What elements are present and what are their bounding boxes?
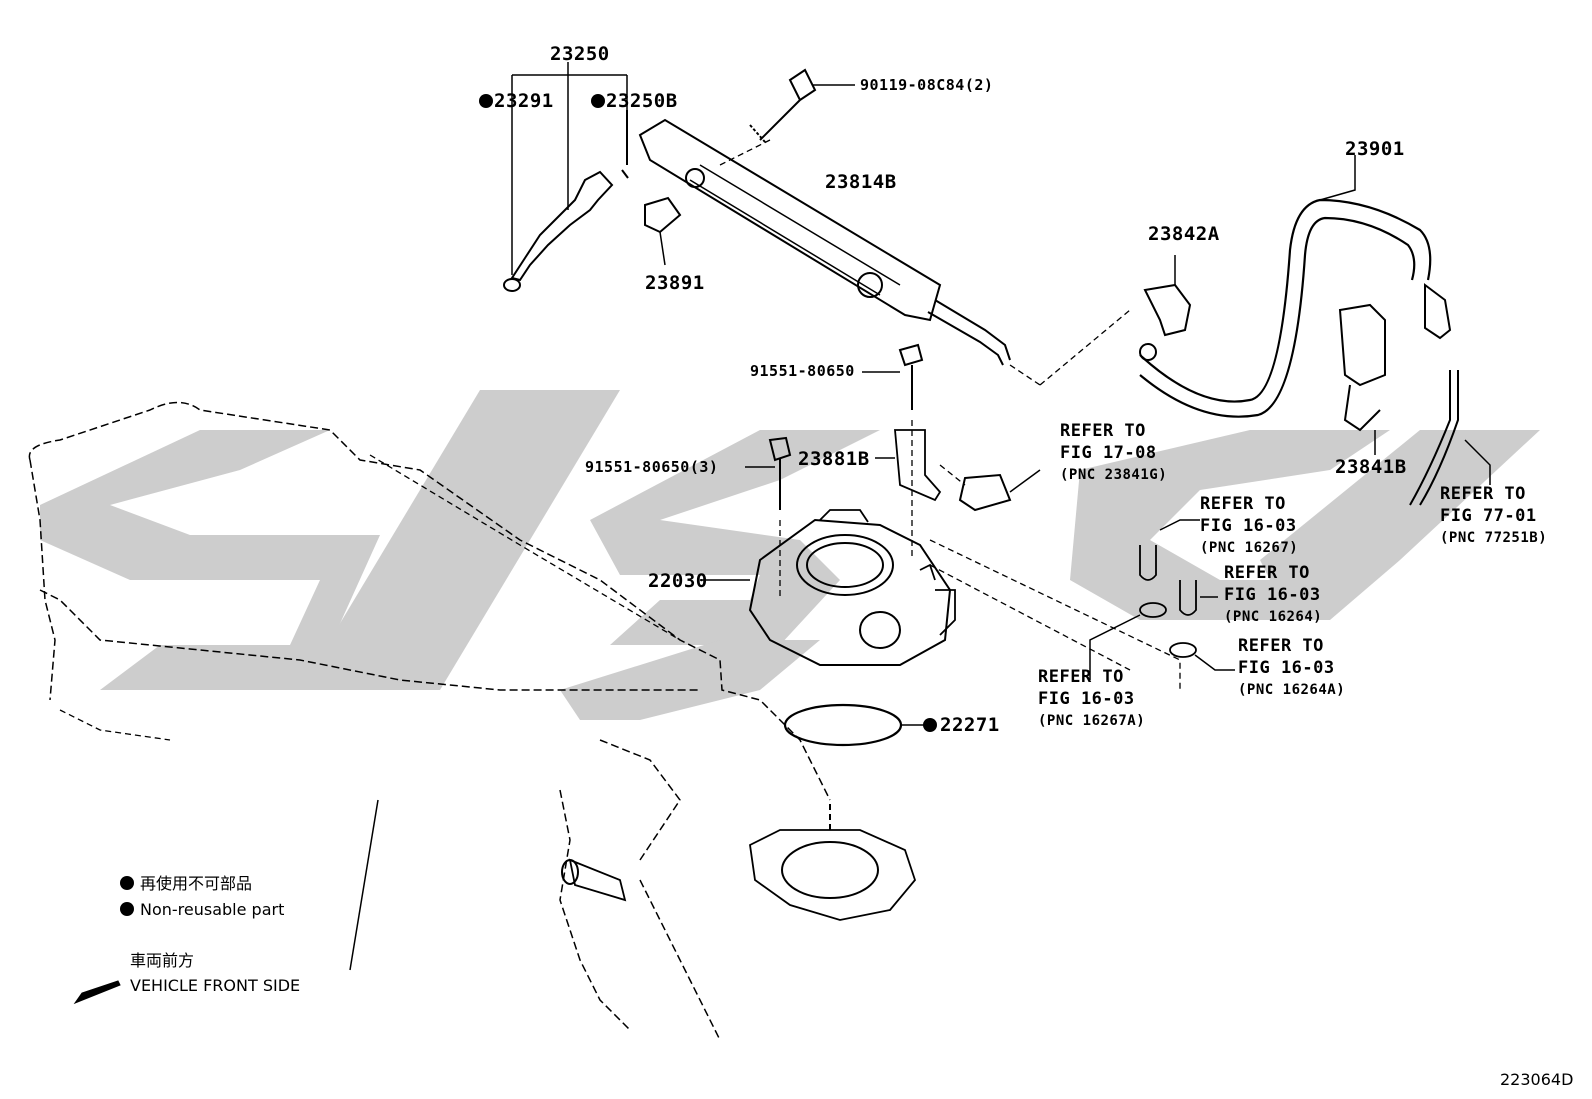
engine-outline <box>28 401 831 801</box>
label-23250: 23250 <box>550 43 610 65</box>
fuel-rail <box>638 118 942 322</box>
label-91551-triple: 91551-80650(3) <box>585 458 719 476</box>
bullet-icon <box>120 876 134 890</box>
insulator <box>644 196 682 234</box>
intake-flange <box>749 829 917 921</box>
ref-fig-16-03-16267a: REFER TO FIG 16-03 (PNC 16267A) <box>1038 667 1146 729</box>
ref-fig-16-03-16264: REFER TO FIG 16-03 (PNC 16264) <box>1224 563 1323 625</box>
label-23891: 23891 <box>645 272 705 294</box>
watermark-logo <box>40 390 1540 720</box>
ref-fig-17-08: REFER TO FIG 17-08 (PNC 23841G) <box>1060 421 1168 483</box>
label-91551-single: 91551-80650 <box>750 362 855 380</box>
direction-jp: 車両前方 <box>130 951 195 970</box>
figure-code: 223064D <box>1500 1070 1574 1089</box>
label-22030: 22030 <box>648 570 708 592</box>
label-23841b: 23841B <box>1335 456 1407 478</box>
pressure-sensor <box>1338 303 1386 387</box>
bullet-icon <box>120 902 134 916</box>
bracket <box>894 429 942 502</box>
label-23901: 23901 <box>1345 138 1405 160</box>
throttle-body <box>748 518 952 666</box>
vacuum-tube <box>1409 370 1451 506</box>
label-23291: 23291 <box>494 90 554 112</box>
injector <box>510 170 614 282</box>
legend-en: Non-reusable part <box>120 902 284 918</box>
gasket <box>783 703 903 747</box>
ref-fig-16-03-16264a: REFER TO FIG 16-03 (PNC 16264A) <box>1238 636 1346 698</box>
body-bolt <box>768 436 792 510</box>
label-23881b: 23881B <box>798 448 870 470</box>
label-23842a: 23842A <box>1148 223 1220 245</box>
label-23814b: 23814B <box>825 171 897 193</box>
rail-bolt <box>759 68 817 141</box>
bracket-bolt <box>898 343 924 410</box>
ref-fig-77-01: REFER TO FIG 77-01 (PNC 77251B) <box>1440 484 1548 546</box>
ref-fig-16-03-16267: REFER TO FIG 16-03 (PNC 16267) <box>1200 494 1299 556</box>
label-23250b: 23250B <box>606 90 678 112</box>
hose-clamp <box>1143 283 1192 337</box>
fuel-hose <box>1139 198 1432 403</box>
label-22271: 22271 <box>940 714 1000 736</box>
legend-jp: 再使用不可部品 <box>120 876 252 892</box>
label-90119: 90119-08C84(2) <box>860 76 994 94</box>
direction-en: VEHICLE FRONT SIDE <box>130 976 301 995</box>
direction-arrow <box>73 980 121 1005</box>
pipe <box>568 858 627 902</box>
